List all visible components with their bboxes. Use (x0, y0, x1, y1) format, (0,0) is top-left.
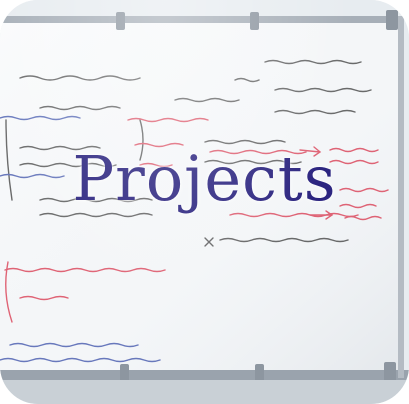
board-clip (386, 10, 398, 30)
projects-title: Projects (72, 142, 337, 215)
board-clip (384, 362, 396, 382)
board-frame-top (0, 16, 400, 23)
board-clip (120, 364, 129, 382)
board-clip (250, 12, 259, 30)
whiteboard-scribbles (0, 59, 389, 363)
board-clip (255, 364, 264, 382)
board-tray-bottom (0, 370, 409, 380)
board-clip (116, 12, 125, 30)
